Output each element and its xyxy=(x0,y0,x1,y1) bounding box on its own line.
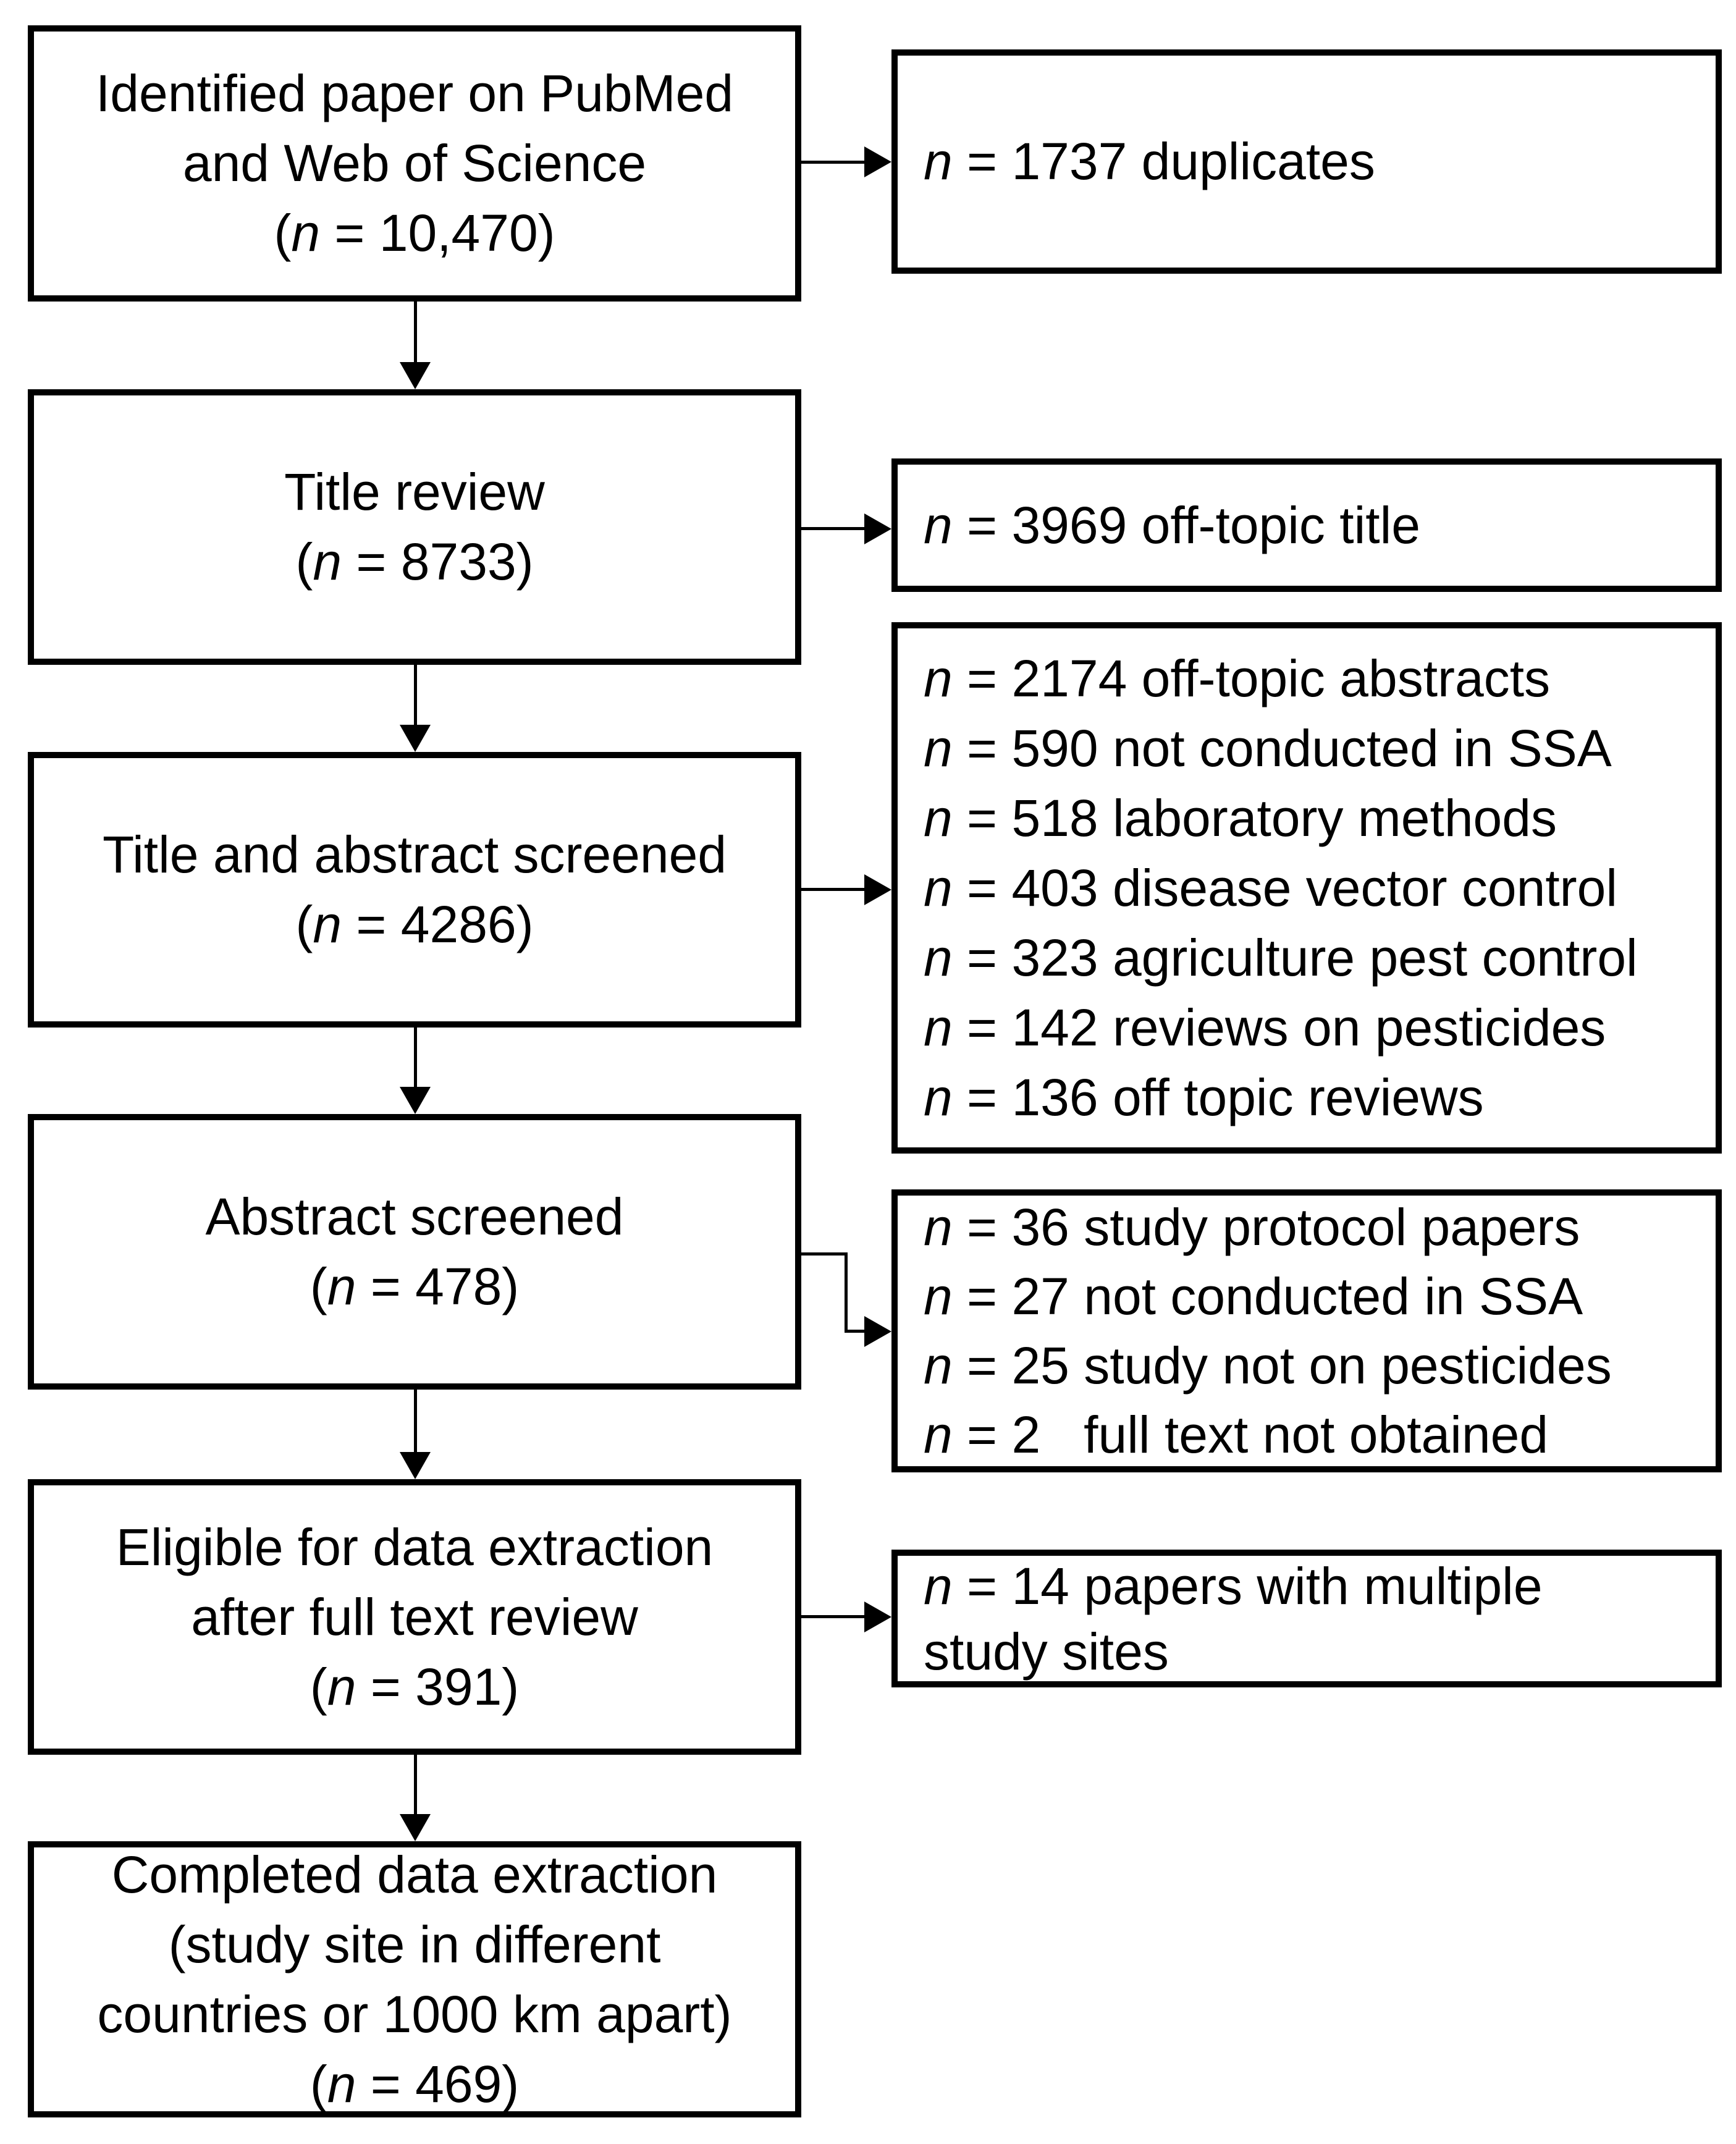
text-line: n = 2174 off-topic abstracts xyxy=(924,649,1551,707)
arrow-head-icon xyxy=(400,1087,431,1114)
text-line: n = 142 reviews on pesticides xyxy=(924,998,1606,1057)
arrow-head-icon xyxy=(400,1814,431,1841)
exclusion-box-off-topic-title: n = 3969 off-topic title xyxy=(891,458,1722,592)
arrow-head-icon xyxy=(864,1316,891,1347)
text-line: Title review xyxy=(284,463,545,521)
text-line: Identified paper on PubMed xyxy=(95,64,734,122)
stage-box-abstract-screened: Abstract screened (n = 478) xyxy=(28,1114,801,1390)
text-line: n = 136 off topic reviews xyxy=(924,1068,1484,1126)
arrow-stem xyxy=(414,1386,417,1452)
text-line: n = 1737 duplicates xyxy=(924,132,1375,190)
text-line: and Web of Science xyxy=(182,134,647,192)
arrow-head-icon xyxy=(400,725,431,752)
text-line: n = 25 study not on pesticides xyxy=(924,1336,1612,1395)
arrow-head-icon xyxy=(864,874,891,905)
arrow-stem xyxy=(414,1024,417,1087)
arrow-stem xyxy=(798,888,864,891)
text-line: Eligible for data extraction xyxy=(116,1517,714,1576)
arrow-stem xyxy=(798,527,864,530)
text-line: n = 3969 off-topic title xyxy=(924,496,1420,554)
text-line: n = 590 not conducted in SSA xyxy=(924,719,1612,777)
text-line: study sites xyxy=(924,1622,1169,1681)
arrow-stem xyxy=(414,298,417,362)
stage-box-title-review: Title review (n = 8733) xyxy=(28,389,801,665)
stage-box-title-abstract-screened: Title and abstract screened (n = 4286) xyxy=(28,752,801,1028)
text-line: (n = 10,470) xyxy=(274,204,555,262)
text-line: n = 323 agriculture pest control xyxy=(924,928,1638,987)
text-line: (n = 478) xyxy=(310,1257,520,1315)
arrow-head-icon xyxy=(864,146,891,177)
stage-box-identified: Identified paper on PubMed and Web of Sci… xyxy=(28,25,801,302)
elbow-segment-horizontal xyxy=(845,1330,864,1333)
text-line: (n = 391) xyxy=(310,1657,520,1716)
stage-box-completed-extraction: Completed data extraction (study site in … xyxy=(28,1841,801,2117)
exclusion-box-multiple-study-sites: n = 14 papers with multiple study sites xyxy=(891,1550,1722,1687)
text-line: (n = 4286) xyxy=(295,895,534,953)
text-line: (n = 8733) xyxy=(295,533,534,591)
text-line: Completed data extraction xyxy=(111,1845,718,1904)
stage-box-eligible-full-text: Eligible for data extraction after full t… xyxy=(28,1479,801,1755)
arrow-head-icon xyxy=(400,1452,431,1479)
arrow-stem xyxy=(798,1615,864,1618)
arrow-head-icon xyxy=(864,513,891,544)
text-line: Title and abstract screened xyxy=(102,825,727,884)
text-line: n = 518 laboratory methods xyxy=(924,788,1557,847)
exclusion-box-full-text: n = 36 study protocol papers n = 27 not c… xyxy=(891,1189,1722,1472)
arrow-head-icon xyxy=(864,1602,891,1632)
arrow-head-icon xyxy=(400,362,431,389)
text-line: n = 36 study protocol papers xyxy=(924,1198,1580,1256)
elbow-segment-vertical xyxy=(845,1252,848,1333)
text-line: n = 14 papers with multiple xyxy=(924,1556,1543,1615)
text-line: after full text review xyxy=(191,1587,638,1646)
exclusion-box-abstract-screen: n = 2174 off-topic abstracts n = 590 not … xyxy=(891,622,1722,1154)
text-line: n = 27 not conducted in SSA xyxy=(924,1267,1583,1325)
arrow-stem xyxy=(414,662,417,725)
exclusion-box-duplicates: n = 1737 duplicates xyxy=(891,49,1722,274)
elbow-segment-horizontal xyxy=(798,1252,848,1256)
arrow-stem xyxy=(414,1752,417,1814)
text-line: n = 403 disease vector control xyxy=(924,858,1618,917)
text-line: n = 2 full text not obtained xyxy=(924,1406,1549,1464)
text-line: Abstract screened xyxy=(205,1188,624,1246)
text-line: (n = 469) xyxy=(310,2054,520,2113)
text-line: countries or 1000 km apart) xyxy=(97,1985,732,2043)
text-line: (study site in different xyxy=(168,1915,661,1973)
arrow-stem xyxy=(798,161,864,164)
